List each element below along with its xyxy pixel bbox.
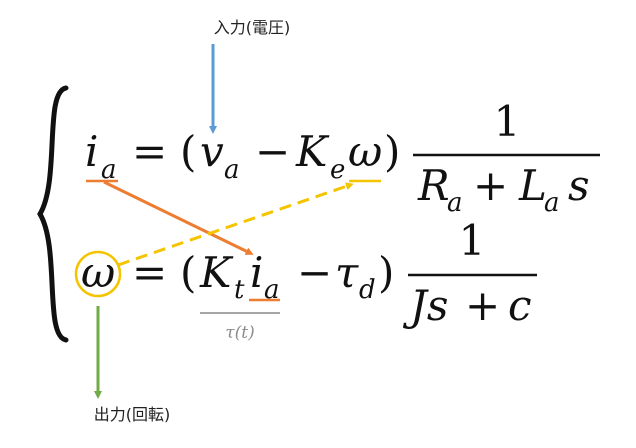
current-feed-arrow (103, 180, 254, 255)
eq2-den-Js: Js (402, 281, 448, 330)
input-label: 入力(電圧) (214, 18, 291, 37)
eq2-K: K (199, 248, 234, 297)
eq2-i-sub: a (264, 275, 280, 305)
eq1-den-plus: + (473, 161, 508, 210)
eq2-torque-label: τ(t) (225, 323, 255, 343)
equation-1: i a = ( v a − K e ω ) 1 R a + L a s (85, 97, 600, 218)
eq1-den-L: L (518, 161, 547, 210)
eq1-close-paren: ) (384, 127, 400, 176)
eq1-v-sub: a (224, 155, 240, 185)
eq2-i: i (250, 248, 263, 297)
speed-feedback-arrow (117, 182, 354, 267)
output-label: 出力(回転) (94, 405, 171, 424)
eq2-minus: − (297, 248, 332, 297)
eq1-den-R-sub: a (447, 188, 463, 218)
eq1-lhs-i: i (85, 127, 98, 176)
eq2-K-sub: t (234, 275, 245, 305)
equation-2: ω = ( K t i a τ(t) − τ d ) 1 Js + c (74, 216, 537, 343)
eq2-equals: = (132, 248, 167, 297)
eq2-den-c: c (508, 281, 532, 330)
eq1-open-paren: ( (180, 127, 196, 176)
system-brace (37, 85, 69, 343)
eq1-den-L-sub: a (544, 188, 560, 218)
eq1-numerator: 1 (494, 97, 521, 146)
eq1-den-R: R (417, 161, 450, 210)
eq2-tau: τ (335, 248, 359, 297)
eq1-minus: − (255, 127, 290, 176)
eq1-lhs-sub: a (101, 155, 117, 185)
eq2-omega-circle (74, 250, 122, 298)
eq1-K: K (295, 127, 330, 176)
eq2-tau-sub: d (359, 275, 376, 305)
eq2-den-plus: + (465, 281, 500, 330)
eq2-lhs-omega: ω (81, 248, 115, 297)
eq2-open-paren: ( (180, 248, 196, 297)
eq1-K-sub: e (330, 155, 345, 185)
eq1-equals: = (132, 127, 167, 176)
eq1-den-s: s (568, 161, 590, 210)
eq2-close-paren: ) (378, 248, 394, 297)
eq1-v: v (200, 127, 224, 176)
eq1-omega: ω (348, 127, 382, 176)
eq2-numerator: 1 (459, 216, 486, 265)
